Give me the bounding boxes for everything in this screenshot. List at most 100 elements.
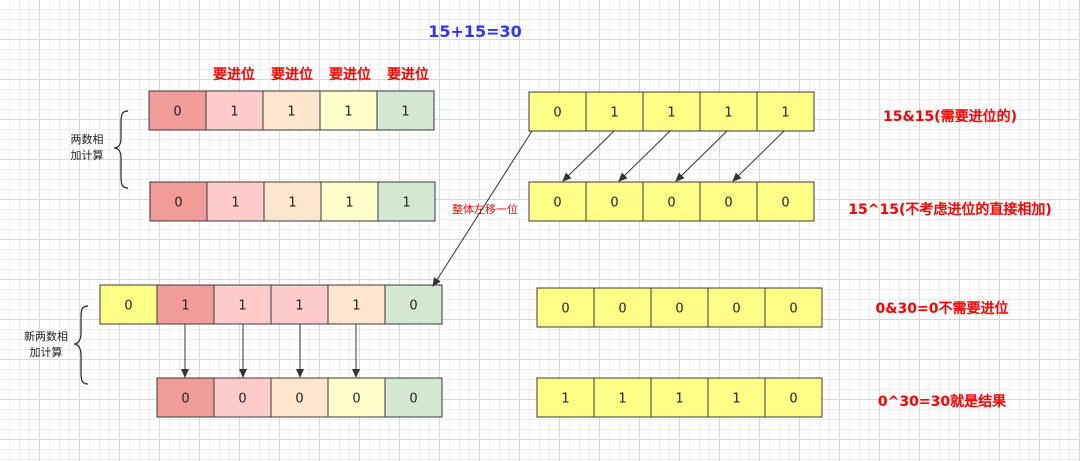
bit-value: 0 [174,196,182,211]
bit-cell [270,377,329,418]
bit-value: 0 [724,196,732,211]
bit-cell [585,91,644,132]
bit-cell [377,181,436,222]
group-label-bottom: 加计算 [30,345,63,359]
carry-label: 要进位 [329,66,371,83]
bit-value: 1 [561,392,569,407]
bit-cell [156,377,215,418]
bit-cell [593,377,652,418]
bit-cell [213,377,272,418]
shift-label-bg [446,200,524,218]
bit-value: 1 [667,106,675,121]
bit-cell [327,377,386,418]
bit-value: 1 [288,196,296,211]
bit-value: 1 [344,105,352,120]
bit-cell [650,287,709,328]
shift-label: 整体左移一位 [452,202,518,216]
bit-value: 0 [238,392,246,407]
bit-cell [593,287,652,328]
diagram-title: 15+15=30 [428,22,522,41]
bit-value: 0 [181,392,189,407]
bit-cell [650,377,709,418]
right-label: 0&30=0不需要进位 [876,300,1009,317]
bit-cell [149,181,208,222]
bit-cell [764,377,823,418]
bit-cell [642,91,701,132]
bit-cell [99,284,158,325]
bit-cell [528,91,587,132]
brace-top [113,110,129,189]
bit-value: 0 [781,196,789,211]
carry-label: 要进位 [213,66,255,83]
bit-value: 1 [781,106,789,121]
bit-cell [206,181,265,222]
bit-value: 0 [618,302,626,317]
bit-cell [263,181,322,222]
bit-value: 0 [409,392,417,407]
bit-value: 1 [345,196,353,211]
bit-cell [707,377,766,418]
bit-value: 1 [231,196,239,211]
bit-cell [756,181,815,222]
bit-row: 1 1 1 1 0 [536,377,823,418]
right-label: 15&15(需要进位的) [883,108,1017,125]
bit-cell [320,181,379,222]
bit-cell [585,181,644,222]
bit-value: 1 [230,105,238,120]
bit-cell [642,181,701,222]
arrow [618,130,671,182]
bit-value: 0 [124,299,132,314]
arrow [432,130,533,287]
bit-cell [384,284,443,325]
bit-value: 0 [352,392,360,407]
bit-row: 0 0 0 0 0 [156,377,443,418]
bit-value: 0 [675,302,683,317]
carry-label: 要进位 [387,66,429,83]
bit-value: 1 [352,299,360,314]
arrows [181,130,785,378]
bit-value: 1 [181,299,189,314]
bit-value: 1 [401,105,409,120]
group-label-top: 两数相 [71,133,104,146]
bit-cell [262,90,321,131]
arrow [562,130,615,182]
bit-value: 0 [667,196,675,211]
bit-cell [536,377,595,418]
bit-cell [156,284,215,325]
carry-label: 要进位 [271,66,313,83]
bit-cell [764,287,823,328]
bit-cell [213,284,272,325]
bit-cell [756,91,815,132]
bit-row: 0 0 0 0 0 [528,181,815,222]
bit-value: 1 [724,106,732,121]
bit-cell [376,90,435,131]
bit-cell [148,90,207,131]
bit-value: 0 [610,196,618,211]
bit-value: 1 [610,106,618,121]
bit-value: 1 [287,105,295,120]
bit-value: 0 [295,392,303,407]
bit-value: 0 [561,302,569,317]
carry-labels: 要进位 要进位 要进位 要进位 [213,66,429,83]
bit-value: 0 [553,196,561,211]
right-label: 15^15(不考虑进位的直接相加) [848,201,1052,218]
bit-value: 0 [789,392,797,407]
bit-value: 1 [675,392,683,407]
bit-value: 1 [238,299,246,314]
bit-value: 0 [173,105,181,120]
bit-cell [384,377,443,418]
bit-value: 0 [553,106,561,121]
bit-value: 1 [295,299,303,314]
bit-row: 0 1 1 1 1 [148,90,435,131]
bit-value: 0 [732,302,740,317]
bit-value: 1 [618,392,626,407]
group-label-top: 加计算 [71,148,104,162]
arrow [675,130,728,182]
brace-bottom [73,305,89,385]
bit-value: 1 [732,392,740,407]
